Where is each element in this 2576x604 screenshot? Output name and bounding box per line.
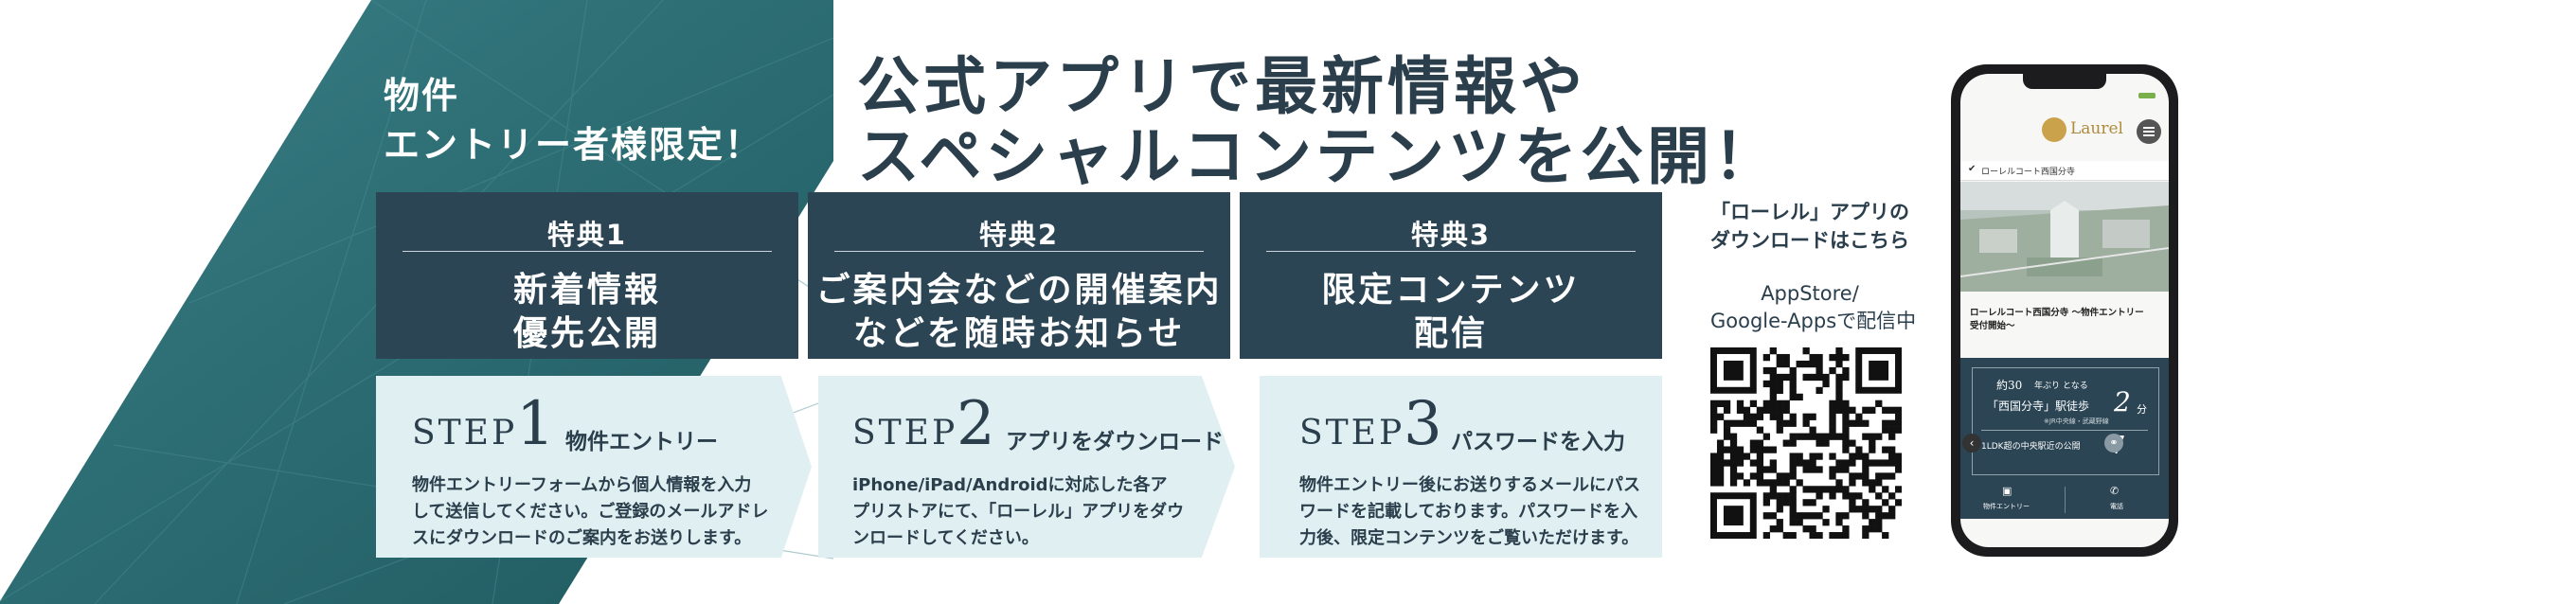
step-desc-line-2: プリストアにて、「ローレル」アプリをダウ bbox=[852, 502, 1185, 522]
menu-button[interactable] bbox=[2137, 119, 2161, 144]
bottom-bar: ▣ 物件エントリー ✆ 電話 bbox=[1960, 481, 2169, 519]
step-desc-line-2: ワードを記載しております。パスワードを入 bbox=[1299, 502, 1638, 522]
benefit-box-1: 特典1 新着情報 優先公開 bbox=[376, 192, 798, 359]
benefit-box-2: 特典2 ご案内会などの開催案内 などを随時お知らせ bbox=[808, 192, 1230, 359]
headline-line-2: スペシャルコンテンツを公開！ bbox=[857, 119, 1780, 193]
step-number: 1 bbox=[516, 389, 555, 459]
breadcrumb: ローレルコート西国分寺 bbox=[1981, 168, 2075, 177]
step-number: 3 bbox=[1404, 389, 1442, 459]
phone-notch bbox=[2023, 74, 2106, 89]
benefit-text-line-2: 優先公開 bbox=[512, 314, 661, 353]
step-desc-line-3: 力後、限定コンテンツをご覧いただけます。 bbox=[1299, 528, 1639, 548]
step-word: STEP bbox=[852, 414, 958, 453]
footer-phone-button[interactable]: 電話 bbox=[2110, 503, 2123, 510]
phone-icon: ✆ bbox=[2110, 485, 2120, 497]
card-number: 2 bbox=[2114, 386, 2131, 417]
step-title: アプリをダウンロード bbox=[1006, 430, 1224, 454]
entry-icon: ▣ bbox=[2002, 485, 2012, 497]
step-box-3: STEP 3 パスワードを入力 物件エントリー後にお送りするメールにパス ワード… bbox=[1260, 376, 1662, 558]
benefit-box-3: 特典3 限定コンテンツ 配信 bbox=[1240, 192, 1662, 359]
phone-screen: Laurel ✔ ローレルコート西国分寺 ローレルコート西国分寺 〜物件エントリ… bbox=[1960, 74, 2169, 547]
headline-line-1: 公式アプリで最新情報や bbox=[857, 49, 1586, 123]
card-line-1a: 約30 bbox=[1996, 379, 2023, 392]
step-desc-line-1: 物件エントリー後にお送りするメールにパス bbox=[1299, 475, 1640, 495]
aerial-photo bbox=[1960, 182, 2169, 292]
benefit-label: 特典3 bbox=[1410, 219, 1492, 251]
benefit-divider bbox=[834, 251, 1204, 252]
step-word: STEP bbox=[412, 414, 518, 453]
step-desc-line-1: iPhone/iPad/Androidに対応した各ア bbox=[852, 475, 1168, 495]
article-title-line-1[interactable]: ローレルコート西国分寺 〜物件エントリー bbox=[1970, 308, 2144, 318]
download-text-line-1: 「ローレル」アプリの bbox=[1710, 201, 1909, 223]
battery-icon bbox=[2138, 93, 2156, 98]
step-box-1: STEP 1 物件エントリー 物件エントリーフォームから個人情報を入力 して送信… bbox=[376, 376, 812, 558]
step-word: STEP bbox=[1299, 414, 1405, 453]
check-icon: ✔ bbox=[1968, 164, 1977, 174]
link-icon[interactable]: ⚭ bbox=[2104, 434, 2123, 453]
app-name: Laurel bbox=[2070, 119, 2123, 138]
footer-entry-button[interactable]: 物件エントリー bbox=[1983, 503, 2030, 510]
step-title: 物件エントリー bbox=[565, 430, 718, 454]
benefit-label: 特典1 bbox=[546, 219, 628, 251]
download-text-line-4: Google-Appsで配信中 bbox=[1710, 310, 1917, 332]
benefit-text-line-2: 配信 bbox=[1413, 314, 1488, 353]
laurel-logo-icon bbox=[2042, 117, 2066, 142]
breadcrumb-bar bbox=[1960, 161, 2169, 181]
download-text-line-3: AppStore/ bbox=[1761, 282, 1859, 305]
info-card: 約30 年ぶり となる 「西国分寺」駅徒歩 2 分 ※JR中央線・武蔵野線 1L… bbox=[1960, 358, 2169, 481]
step-desc-line-1: 物件エントリーフォームから個人情報を入力 bbox=[412, 475, 752, 495]
benefit-label: 特典2 bbox=[978, 219, 1060, 251]
card-line-3: 1LDK超の中央駅近の公開 bbox=[1981, 442, 2081, 452]
benefit-text-line-1: ご案内会などの開催案内 bbox=[815, 271, 1223, 310]
badge-line-2: エントリー者様限定！ bbox=[384, 124, 763, 166]
badge-line-1: 物件 bbox=[384, 75, 460, 116]
card-note: ※JR中央線・武蔵野線 bbox=[2044, 417, 2109, 425]
benefit-divider bbox=[1266, 251, 1636, 252]
download-text-line-2: ダウンロードはこちら bbox=[1710, 229, 1909, 252]
card-line-1c: となる bbox=[2063, 382, 2088, 391]
card-line-2: 「西国分寺」駅徒歩 bbox=[1987, 400, 2090, 413]
step-desc-line-3: スにダウンロードのご案内をお送りします。 bbox=[412, 528, 752, 548]
benefit-text-line-1: 限定コンテンツ bbox=[1321, 271, 1581, 310]
benefit-text-line-2: などを随時お知らせ bbox=[852, 314, 1186, 353]
step-desc-line-3: ンロードしてください。 bbox=[852, 528, 1039, 548]
step-desc-line-2: して送信してください。ご登録のメールアドレ bbox=[412, 502, 769, 522]
qr-code-icon[interactable] bbox=[1710, 347, 1902, 539]
step-title: パスワードを入力 bbox=[1451, 430, 1625, 454]
benefit-divider bbox=[402, 251, 772, 252]
step-number: 2 bbox=[957, 389, 995, 459]
benefit-text-line-1: 新着情報 bbox=[512, 271, 661, 310]
carousel-prev-icon[interactable]: ‹ bbox=[1962, 434, 1981, 453]
card-line-1b: 年ぶり bbox=[2034, 382, 2061, 391]
phone-mockup: Laurel ✔ ローレルコート西国分寺 ローレルコート西国分寺 〜物件エントリ… bbox=[1951, 64, 2178, 557]
step-box-2: STEP 2 アプリをダウンロード iPhone/iPad/Androidに対応… bbox=[818, 376, 1235, 558]
card-unit: 分 bbox=[2137, 403, 2147, 416]
article-title-line-2[interactable]: 受付開始〜 bbox=[1970, 321, 2015, 331]
